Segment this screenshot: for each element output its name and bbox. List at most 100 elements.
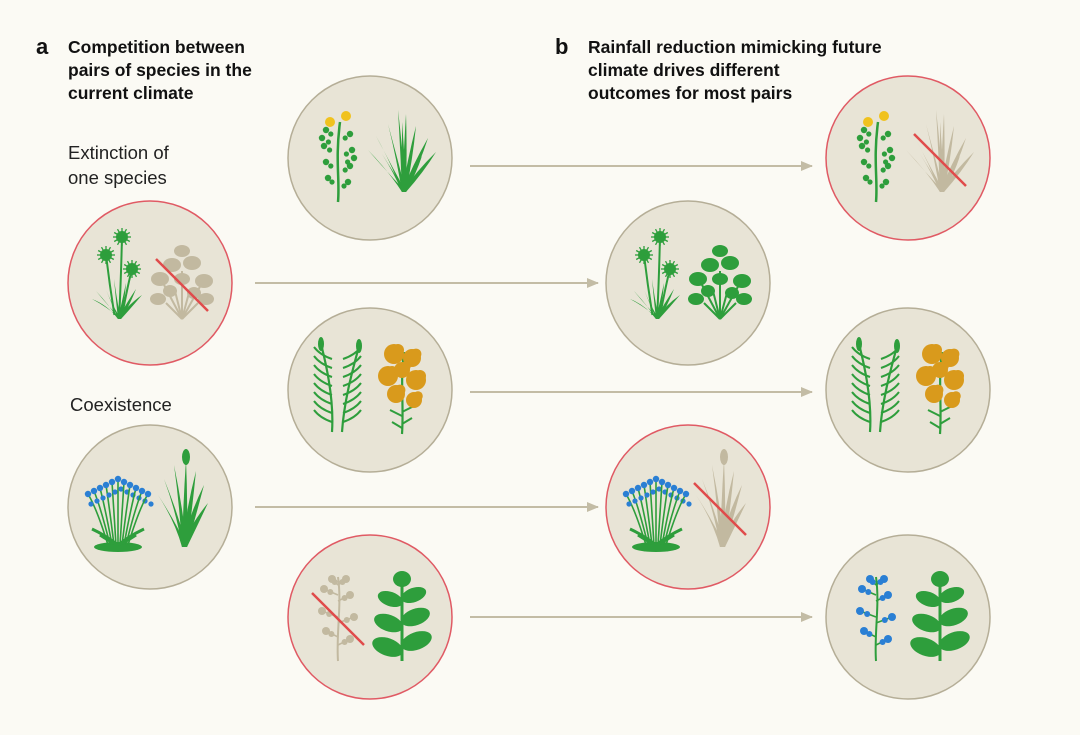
pompom-spike <box>126 260 133 270</box>
grass-blade <box>402 126 416 192</box>
sprig-stem <box>874 576 879 662</box>
succulent-leaf <box>372 637 403 657</box>
poppy-leaf <box>929 421 941 429</box>
herb-leaf <box>866 163 872 169</box>
sprig-berry <box>864 611 871 617</box>
sprig-berry <box>346 591 354 599</box>
round-leaf-shrub-icon <box>688 245 752 320</box>
succulent-leaf <box>374 613 403 633</box>
pompom-blade <box>630 299 659 319</box>
willow-leaf <box>880 373 900 387</box>
herb-stem <box>874 121 880 203</box>
pair-2-current-circle-group <box>67 200 233 366</box>
herb-leaf <box>886 146 894 154</box>
pompom-spike <box>131 268 141 275</box>
poppy-petal <box>932 384 944 396</box>
yellow-flowered-herb-icon <box>856 111 896 203</box>
grass-blade <box>402 122 406 192</box>
herb-leaf <box>888 154 896 162</box>
cushion-flower <box>88 501 94 507</box>
pompom-blade <box>118 295 142 319</box>
tall-grass-icon <box>158 449 208 547</box>
pompom-blade <box>118 289 136 319</box>
cushion-stem <box>643 484 653 546</box>
willow-leaf <box>851 400 871 414</box>
succulent-leaf <box>939 607 968 627</box>
cushion-flower <box>102 481 110 489</box>
grass-blade <box>402 138 428 192</box>
cushion-stem <box>121 484 131 546</box>
herb-stem <box>336 121 342 203</box>
willow-leaf <box>880 382 900 396</box>
willow-herb-icon <box>313 337 362 433</box>
grass-blade <box>940 156 960 192</box>
cushion-flower <box>84 490 92 498</box>
pair-1-current-coexistence-circle <box>287 75 453 241</box>
herb-leaf <box>880 135 886 141</box>
panel-b-title-line-1: Rainfall reduction mimicking future <box>588 37 882 57</box>
herb-leaf <box>856 134 864 142</box>
succulent-leaf <box>377 590 403 608</box>
herb-leaf <box>879 183 885 189</box>
pompom-spike <box>659 236 666 246</box>
willow-leaf <box>313 346 333 360</box>
sprig-berry <box>339 579 346 585</box>
herb-flower <box>863 117 873 127</box>
grass-blade <box>940 138 966 192</box>
pompom-spike <box>661 263 671 270</box>
cushion-flower <box>652 475 660 483</box>
panel-a-title-line-1: Competition between <box>68 37 245 57</box>
pompom-spike <box>643 249 653 256</box>
cushion-flower <box>148 501 154 507</box>
orange-poppy-icon <box>916 344 964 435</box>
shrub-leaf <box>151 272 169 286</box>
blue-berry-sprig-icon <box>856 575 896 662</box>
round-leaf-shrub-icon <box>150 245 214 320</box>
poppy-petal <box>410 348 422 360</box>
grass-blade <box>402 156 422 192</box>
willow-leaf <box>342 355 362 369</box>
willow-leaf <box>313 373 333 387</box>
cushion-flower <box>132 484 140 492</box>
herb-leaf <box>882 178 890 186</box>
pompom-spike <box>643 246 650 256</box>
willow-leaf <box>851 391 871 405</box>
pompom-spike <box>664 268 671 278</box>
herb-leaf <box>346 130 354 138</box>
shrub-leaf <box>721 256 739 270</box>
shrub-leaf <box>725 287 739 299</box>
herb-leaf <box>867 179 873 185</box>
orange-poppy-icon <box>378 344 426 435</box>
willow-leaf <box>851 373 871 387</box>
pompom-spike <box>669 260 676 270</box>
sprig-berry <box>328 631 335 637</box>
willow-leaf <box>851 409 871 423</box>
poppy-petal <box>394 384 406 396</box>
succulent-leaf <box>910 637 941 657</box>
herb-leaf <box>320 142 328 150</box>
grass-blade <box>906 150 944 192</box>
herb-leaf <box>348 146 356 154</box>
extinction-label-line-1: Extinction of <box>68 142 169 163</box>
sprig-berry <box>350 613 358 621</box>
tall-grass-icon <box>693 449 747 547</box>
poppy-petal <box>413 391 423 401</box>
shrub-leaf <box>688 293 704 305</box>
sprig-berry <box>866 631 873 637</box>
succulent-leaf-icon <box>910 571 970 661</box>
sprig-berry <box>865 589 872 595</box>
shrub-branch <box>165 302 183 320</box>
grass-blade <box>940 122 944 192</box>
poppy-petal <box>392 344 404 356</box>
herb-leaf <box>862 174 870 182</box>
grass-blade <box>920 154 944 192</box>
sprig-berry <box>318 607 326 615</box>
cushion-flower <box>664 481 672 489</box>
willow-leaf <box>342 400 362 414</box>
cushion-flower <box>640 481 648 489</box>
pompom-blade <box>634 291 659 319</box>
herb-leaf <box>863 139 869 145</box>
pompom-spike <box>638 246 645 256</box>
sprig-berry <box>322 627 330 635</box>
